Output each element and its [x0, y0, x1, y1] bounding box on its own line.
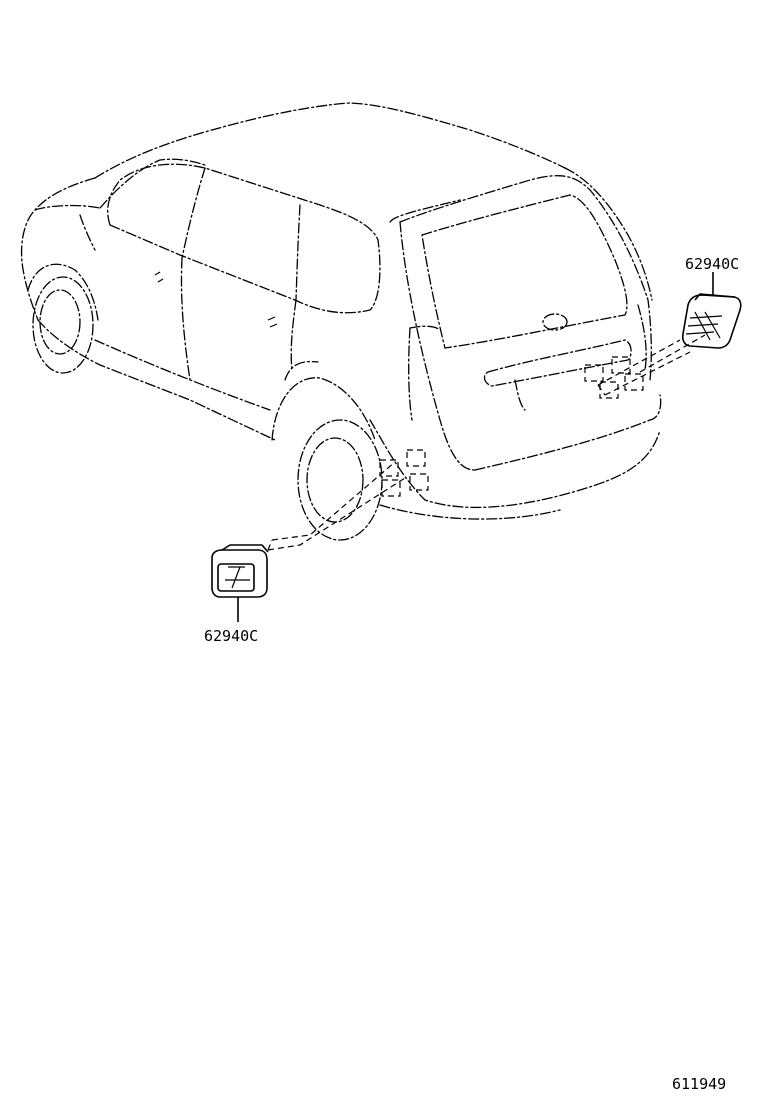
mounting-holes [379, 356, 644, 497]
leader-lines [267, 334, 706, 551]
diagram-id: 611949 [672, 1075, 726, 1093]
part-label-left: 62940C [204, 627, 258, 645]
vehicle-outline [20, 102, 662, 541]
right-cover-part [681, 272, 742, 349]
left-cover-part [211, 544, 269, 622]
part-label-right: 62940C [685, 255, 739, 273]
